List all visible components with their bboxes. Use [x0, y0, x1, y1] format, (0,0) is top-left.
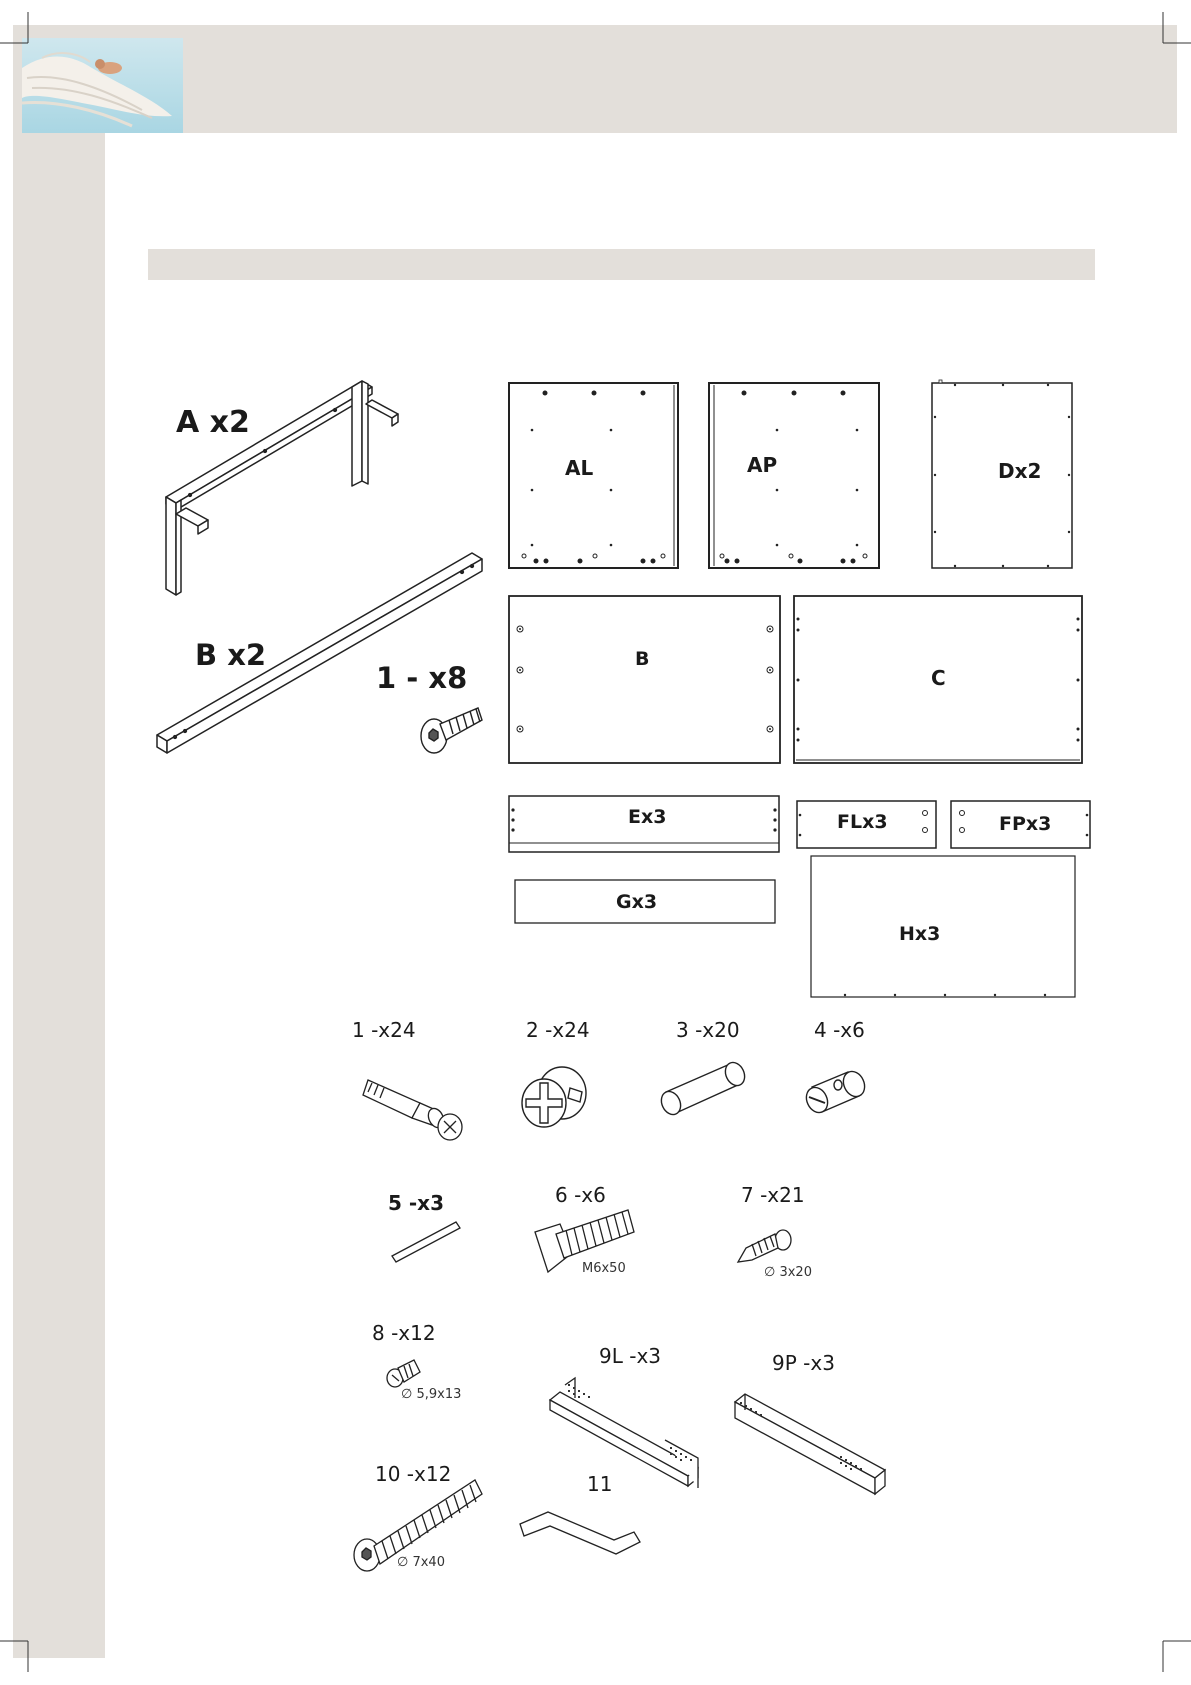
- label-panel-ap: AP: [747, 455, 777, 475]
- label-hw-5: 5 -x3: [388, 1193, 444, 1213]
- spec-hw-8: ∅ 5,9x13: [401, 1388, 461, 1401]
- label-hw-10: 10 -x12: [375, 1464, 451, 1484]
- euro-screw-icon: [387, 1360, 420, 1387]
- allen-key-icon: [520, 1512, 640, 1554]
- label-hw-3: 3 -x20: [676, 1020, 740, 1040]
- label-hw-9p: 9P -x3: [772, 1353, 835, 1373]
- label-hw-6: 6 -x6: [555, 1185, 606, 1205]
- label-hw-11: 11: [587, 1474, 612, 1494]
- label-panel-e: Ex3: [628, 808, 666, 827]
- label-panel-c: C: [931, 668, 946, 688]
- cam-lock-icon: [522, 1067, 586, 1127]
- label-panel-fp: FPx3: [999, 815, 1051, 834]
- drawer-rail-left-icon: [550, 1378, 698, 1488]
- spec-hw-7: ∅ 3x20: [764, 1266, 812, 1279]
- label-panel-fl: FLx3: [837, 813, 888, 832]
- bolt-icon: [421, 708, 482, 753]
- spec-hw-10: ∅ 7x40: [397, 1556, 445, 1569]
- drawer-rail-right-icon: [735, 1394, 885, 1494]
- panel-b-drawing: [509, 596, 780, 763]
- cam-bolt-icon: [363, 1080, 462, 1140]
- label-panel-g: Gx3: [616, 893, 657, 912]
- label-hw-1: 1 -x24: [352, 1020, 416, 1040]
- label-hw-2: 2 -x24: [526, 1020, 590, 1040]
- label-hw-9l: 9L -x3: [599, 1346, 661, 1366]
- barrel-nut-icon: [802, 1068, 868, 1116]
- wood-screw-icon: [738, 1230, 791, 1262]
- label-panel-h: Hx3: [899, 925, 940, 944]
- label-bolt: 1 - x8: [376, 664, 467, 693]
- panel-al-drawing: [509, 383, 678, 568]
- pin-icon: [392, 1222, 460, 1262]
- label-a: A x2: [176, 408, 250, 438]
- label-panel-al: AL: [565, 458, 593, 478]
- label-hw-7: 7 -x21: [741, 1185, 805, 1205]
- label-panel-b: B: [635, 650, 649, 669]
- label-hw-4: 4 -x6: [814, 1020, 865, 1040]
- label-panel-d: Dx2: [998, 461, 1041, 481]
- panel-h-drawing: [811, 856, 1075, 997]
- spec-hw-6: M6x50: [582, 1262, 626, 1275]
- dowel-icon: [658, 1059, 748, 1117]
- panel-ap-drawing: [709, 383, 879, 568]
- label-hw-8: 8 -x12: [372, 1323, 436, 1343]
- label-b-frame: B x2: [195, 641, 266, 670]
